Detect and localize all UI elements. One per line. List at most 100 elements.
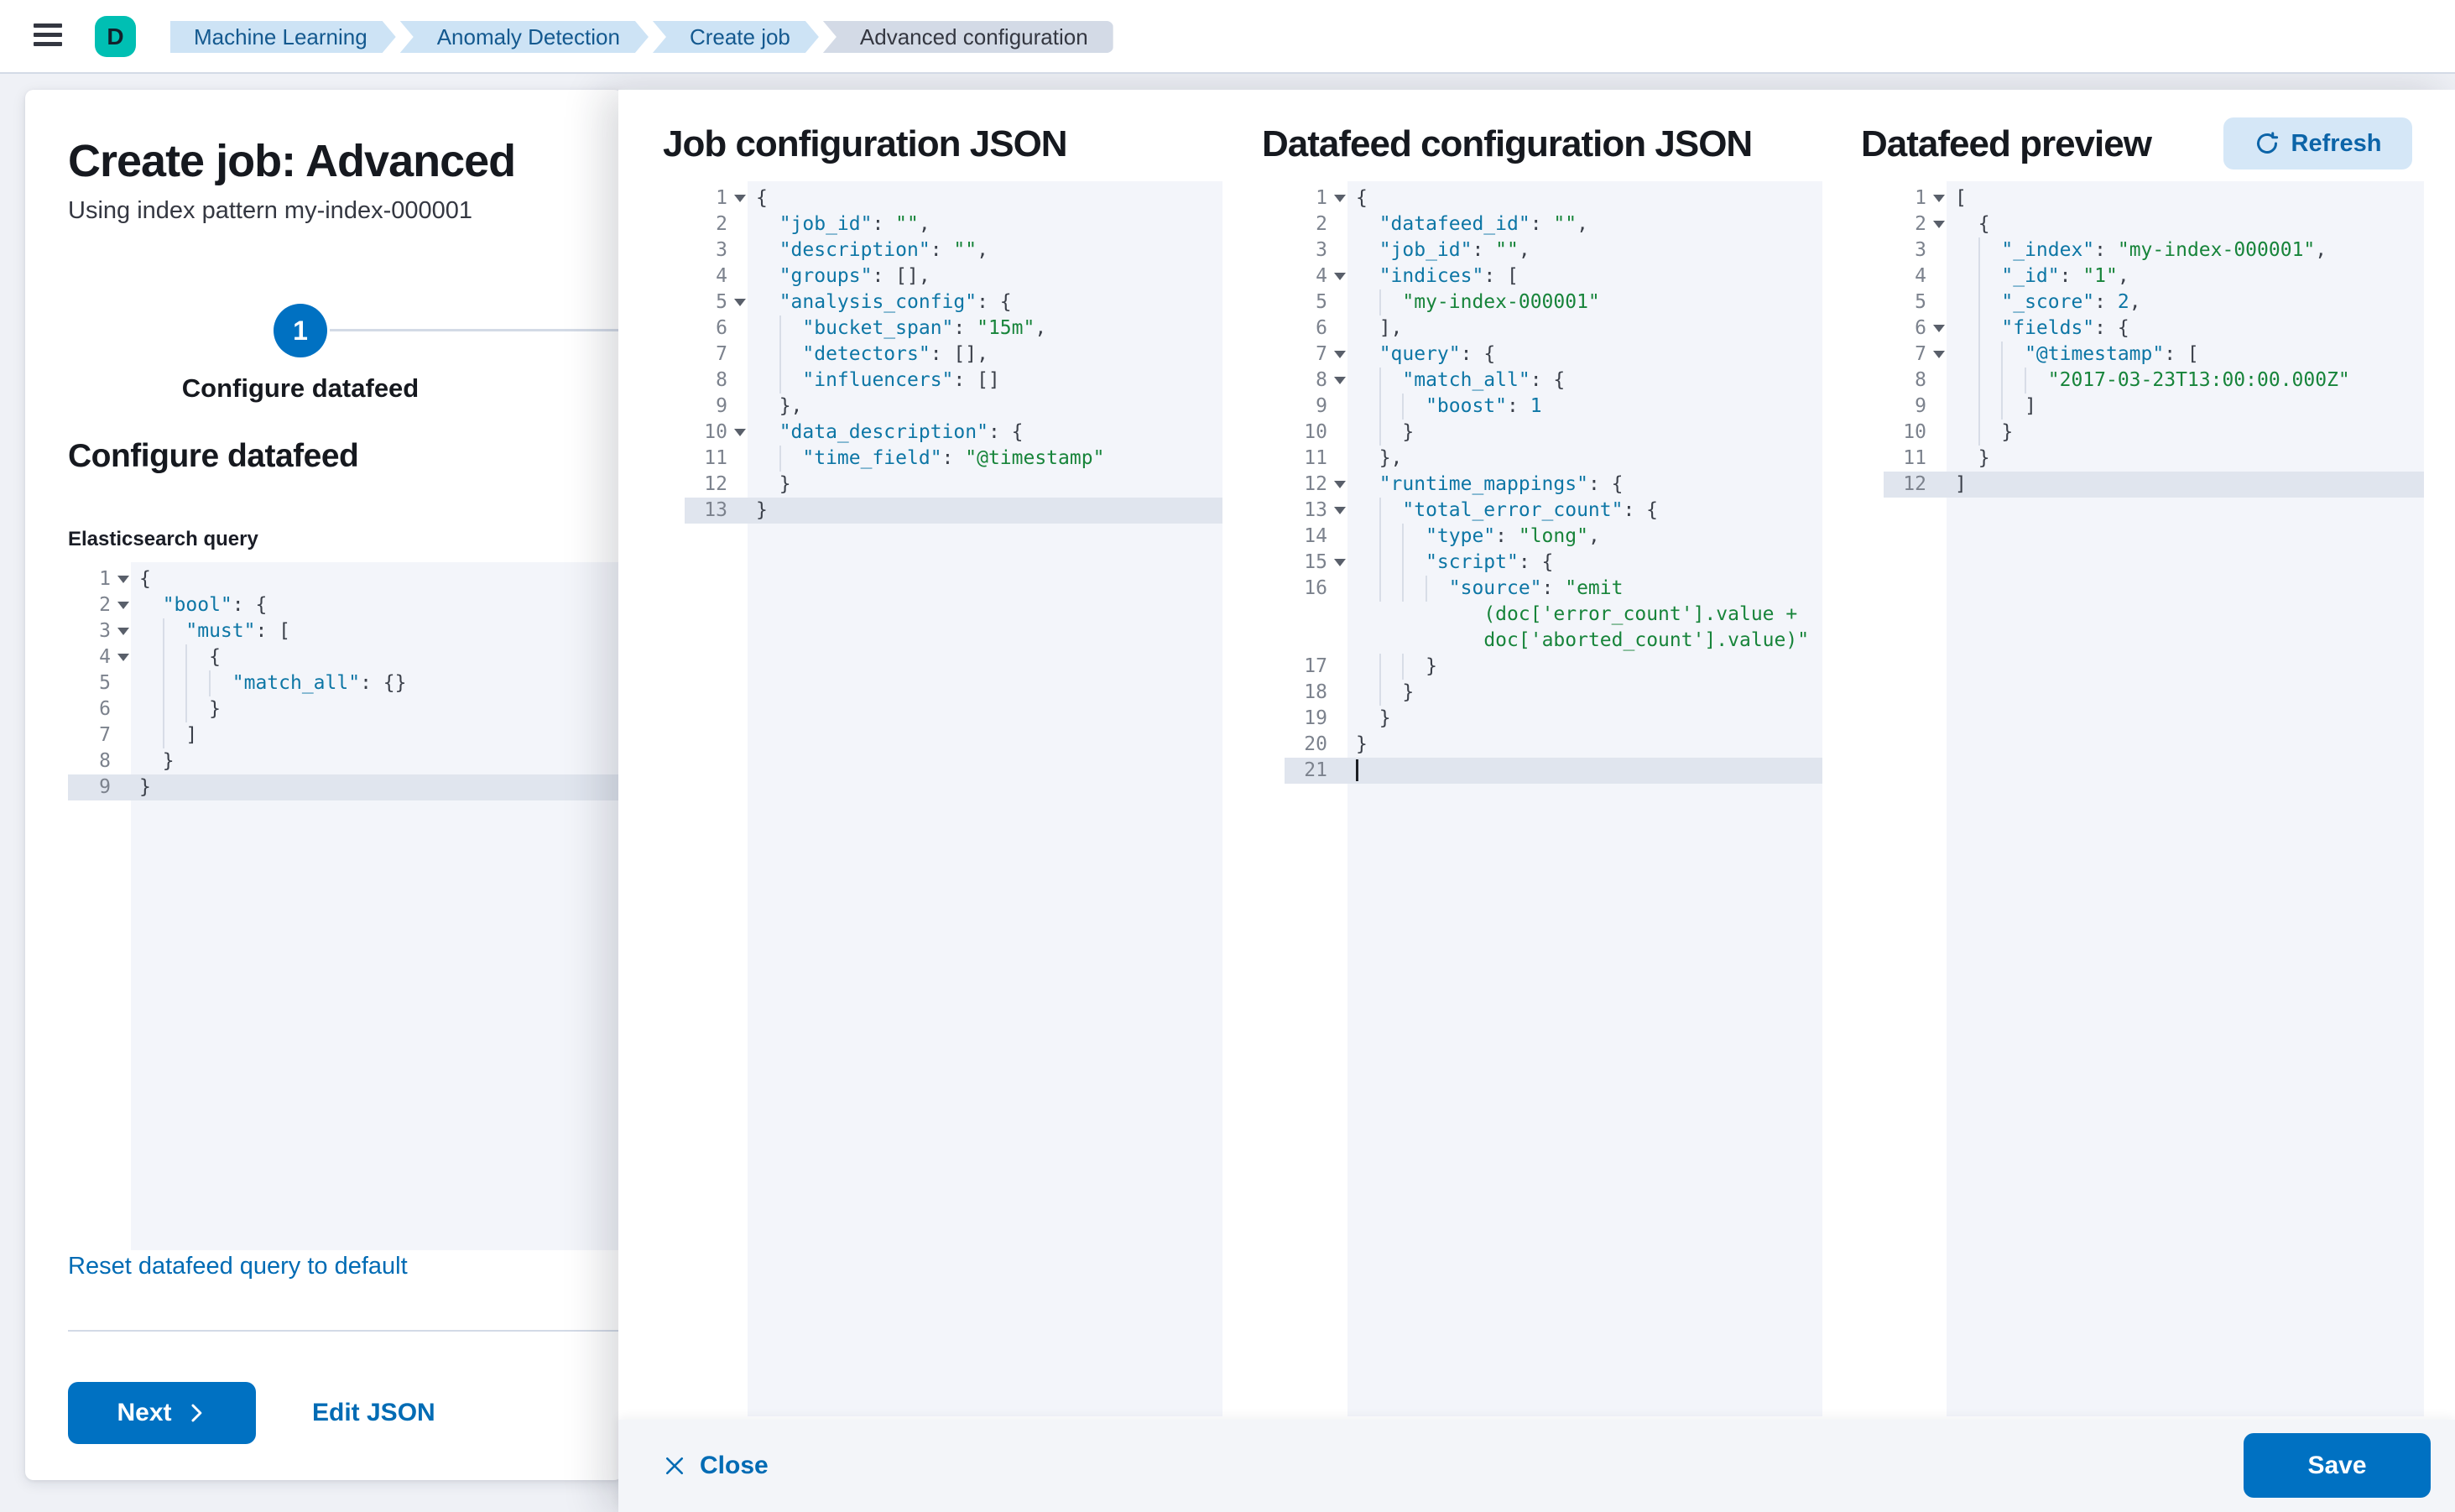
indent-space	[1356, 315, 1379, 342]
indent-guide	[1402, 394, 1426, 420]
line-number: 3	[716, 239, 727, 261]
code-line: 2"bool": {	[68, 592, 623, 618]
job-configuration-json-editor[interactable]: 1{2"job_id": "",3"description": "",4"gro…	[685, 181, 1222, 1416]
indent-guide	[1379, 524, 1403, 550]
code-content: "indices": [	[1347, 263, 1822, 289]
save-button[interactable]: Save	[2244, 1433, 2431, 1498]
line-number: 10	[1304, 421, 1327, 443]
code-content: "match_all": {}	[131, 670, 623, 696]
code-content: ]	[131, 722, 623, 748]
fold-arrow-icon[interactable]	[1334, 377, 1346, 384]
code-line: 4"indices": [	[1285, 263, 1822, 289]
line-number: 6	[1316, 317, 1327, 339]
line-number: 15	[1285, 550, 1347, 576]
datafeed-preview-editor[interactable]: 1[2{3"_index": "my-index-000001",4"_id":…	[1884, 181, 2424, 1416]
fold-arrow-icon[interactable]	[1334, 195, 1346, 202]
code-line: 13}	[685, 498, 1222, 524]
indent-space	[756, 472, 779, 498]
line-number: 16	[1304, 577, 1327, 599]
line-number: 11	[1903, 447, 1926, 469]
indent-guide	[1978, 368, 2002, 394]
fold-arrow-icon[interactable]	[734, 195, 746, 202]
code-line: 5"analysis_config": {	[685, 289, 1222, 315]
code-content: "boost": 1	[1347, 394, 1822, 420]
line-number: 10	[685, 420, 748, 446]
edit-json-link[interactable]: Edit JSON	[312, 1399, 435, 1426]
code-line: 11},	[1285, 446, 1822, 472]
indent-guide	[162, 670, 186, 696]
code-content: "data_description": {	[748, 420, 1222, 446]
code-content: }	[1947, 446, 2424, 472]
line-number: 5	[685, 289, 748, 315]
code-content: "datafeed_id": "",	[1347, 211, 1822, 237]
fold-arrow-icon[interactable]	[117, 654, 129, 661]
line-number: 4	[1285, 263, 1347, 289]
indent-space	[1955, 420, 1978, 446]
code-content: "query": {	[1347, 342, 1822, 368]
indent-guide	[1379, 654, 1403, 680]
code-line: 6"fields": {	[1884, 315, 2424, 342]
fold-arrow-icon[interactable]	[117, 576, 129, 583]
line-number: 8	[1915, 369, 1926, 391]
fold-arrow-icon[interactable]	[1334, 481, 1346, 488]
fold-arrow-icon[interactable]	[1933, 195, 1945, 202]
fold-arrow-icon[interactable]	[117, 602, 129, 609]
next-button[interactable]: Next	[68, 1382, 256, 1444]
indent-space	[1955, 394, 1978, 420]
line-number: 1	[1884, 185, 1947, 211]
line-number	[1285, 628, 1347, 654]
line-number: 7	[1285, 342, 1347, 368]
fold-arrow-icon[interactable]	[1334, 273, 1346, 280]
indent-space	[756, 368, 779, 394]
indent-guide	[1978, 394, 2002, 420]
breadcrumb-item[interactable]: Create job	[653, 21, 819, 53]
fold-arrow-icon[interactable]	[1334, 559, 1346, 566]
indent-guide	[1402, 654, 1426, 680]
code-line: 2{	[1884, 211, 2424, 237]
reset-datafeed-query-link[interactable]: Reset datafeed query to default	[68, 1253, 408, 1280]
datafeed-configuration-json-editor[interactable]: 1{2"datafeed_id": "",3"job_id": "",4"ind…	[1285, 181, 1822, 1416]
code-line: 1{	[68, 566, 623, 592]
breadcrumb-item[interactable]: Machine Learning	[170, 21, 396, 53]
fold-arrow-icon[interactable]	[1334, 507, 1346, 514]
close-button[interactable]: Close	[663, 1452, 769, 1480]
job-configuration-heading: Job configuration JSON	[663, 123, 1068, 164]
breadcrumb-item[interactable]: Anomaly Detection	[400, 21, 649, 53]
fold-arrow-icon[interactable]	[1933, 221, 1945, 228]
elasticsearch-query-editor[interactable]: 1{2"bool": {3"must": [4{5"match_all": {}…	[68, 562, 623, 1250]
menu-hamburger-icon[interactable]	[34, 23, 64, 49]
line-number: 6	[99, 698, 111, 720]
line-number: 5	[1316, 291, 1327, 313]
code-content: }	[1347, 680, 1822, 706]
code-content: "job_id": "",	[1347, 237, 1822, 263]
code-content: [	[1955, 187, 1967, 209]
fold-arrow-icon[interactable]	[1334, 351, 1346, 358]
line-number: 2	[1316, 213, 1327, 235]
fold-arrow-icon[interactable]	[1933, 325, 1945, 332]
code-line: 11"time_field": "@timestamp"	[685, 446, 1222, 472]
fold-arrow-icon[interactable]	[117, 628, 129, 635]
configure-datafeed-heading: Configure datafeed	[68, 438, 359, 474]
step-1-indicator[interactable]: 1	[274, 304, 327, 357]
fold-arrow-icon[interactable]	[734, 299, 746, 306]
user-avatar[interactable]: D	[95, 16, 136, 57]
line-number: 4	[716, 265, 727, 287]
code-content: "bool": {	[131, 592, 623, 618]
divider	[68, 1330, 623, 1332]
fold-arrow-icon[interactable]	[734, 429, 746, 436]
line-number: 9	[99, 776, 111, 798]
line-number: 11	[1304, 447, 1327, 469]
code-line: (doc['error_count'].value +	[1285, 602, 1822, 628]
code-line: 5"match_all": {}	[68, 670, 623, 696]
line-number: 5	[1915, 291, 1926, 313]
indent-space	[756, 315, 779, 342]
code-content: }	[1347, 420, 1822, 446]
step-1-label: Configure datafeed	[181, 373, 420, 403]
fold-arrow-icon[interactable]	[1933, 351, 1945, 358]
code-content: "type": "long",	[1347, 524, 1822, 550]
code-line: 5"_score": 2,	[1884, 289, 2424, 315]
indent-space	[756, 394, 779, 420]
refresh-button[interactable]: Refresh	[2223, 117, 2412, 169]
code-line: 3"description": "",	[685, 237, 1222, 263]
